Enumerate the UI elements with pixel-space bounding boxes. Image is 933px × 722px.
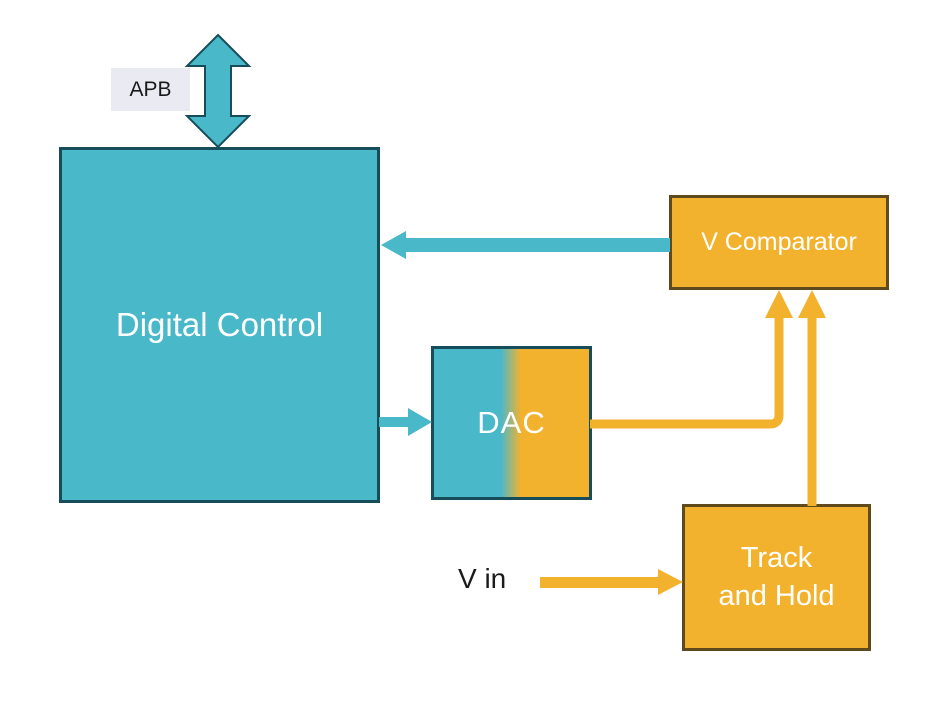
track-and-hold-label-line1: Track — [740, 541, 813, 574]
v-comparator-label: V Comparator — [701, 228, 857, 256]
arrow-digital-control-to-dac — [379, 408, 432, 436]
track-and-hold-block: Track and Hold — [682, 504, 871, 651]
arrow-apb-bidirectional — [184, 33, 252, 149]
digital-control-label: Digital Control — [115, 306, 324, 343]
v-in-label: V in — [458, 563, 507, 594]
digital-control-block: Digital Control — [59, 147, 380, 503]
arrow-dac-to-comparator-line — [590, 314, 784, 429]
arrow-vin-to-track-and-hold — [540, 569, 683, 595]
apb-label: APB — [129, 77, 172, 101]
arrow-comparator-to-digital-control — [381, 231, 670, 259]
track-and-hold-label-line2: and Hold — [718, 579, 835, 612]
dac-block: DAC — [431, 346, 592, 500]
apb-label-box: APB — [111, 68, 190, 111]
arrow-track-and-hold-to-comparator-head — [798, 290, 826, 318]
dac-label: DAC — [477, 405, 546, 440]
arrow-dac-to-comparator-head — [765, 290, 793, 318]
v-comparator-block: V Comparator — [669, 195, 889, 290]
